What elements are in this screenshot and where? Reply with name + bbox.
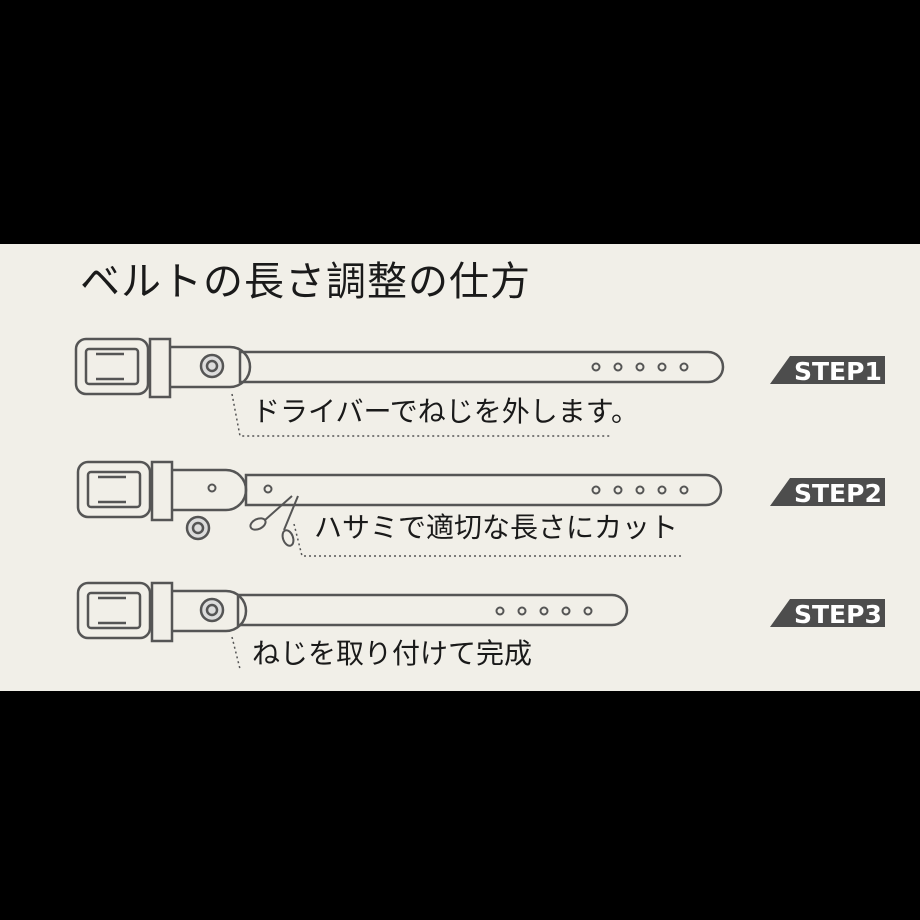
scissors-icon xyxy=(249,495,299,547)
callout-line xyxy=(231,393,612,437)
step-badge-2: STEP2 xyxy=(770,478,885,508)
screw-icon xyxy=(185,515,211,541)
step3-belt xyxy=(76,581,629,670)
step-badge-1: STEP1 xyxy=(770,356,885,386)
belt-holes xyxy=(495,606,593,616)
belt-strap-tail xyxy=(244,473,723,507)
belt-holes xyxy=(591,362,689,372)
step2-caption: ハサミで適切な長さにカット xyxy=(314,511,679,544)
step1-caption: ドライバーでねじを外します。 xyxy=(252,395,639,428)
screw-icon xyxy=(199,597,225,623)
belt-buckle-icon xyxy=(76,460,152,519)
step2-belt xyxy=(76,460,723,557)
step-badge-label: STEP2 xyxy=(794,479,882,508)
step-badge-3: STEP3 xyxy=(770,599,885,629)
belt-loop xyxy=(150,460,174,522)
callout-line xyxy=(293,523,683,557)
step-badge-label: STEP3 xyxy=(794,600,882,629)
belt-buckle-icon xyxy=(74,337,150,396)
instruction-panel: ベルトの長さ調整の仕方 xyxy=(0,244,920,691)
belt-loop xyxy=(150,581,174,643)
belt-strap-tail xyxy=(238,350,725,384)
step3-caption: ねじを取り付けて完成 xyxy=(252,637,533,670)
belt-strap-tail xyxy=(236,593,629,627)
belt-diagram: STEP1 STEP2 STEP3 xyxy=(74,337,885,670)
page-title: ベルトの長さ調整の仕方 xyxy=(80,259,531,305)
belt-buckle-icon xyxy=(76,581,152,640)
belt-strap xyxy=(170,345,252,389)
step-badge-label: STEP1 xyxy=(794,357,882,386)
belt-holes xyxy=(591,485,689,495)
belt-loop xyxy=(148,337,172,399)
belt-strap xyxy=(172,589,248,633)
step1-belt xyxy=(74,337,725,437)
callout-line xyxy=(231,636,241,670)
screw-icon xyxy=(199,353,225,379)
